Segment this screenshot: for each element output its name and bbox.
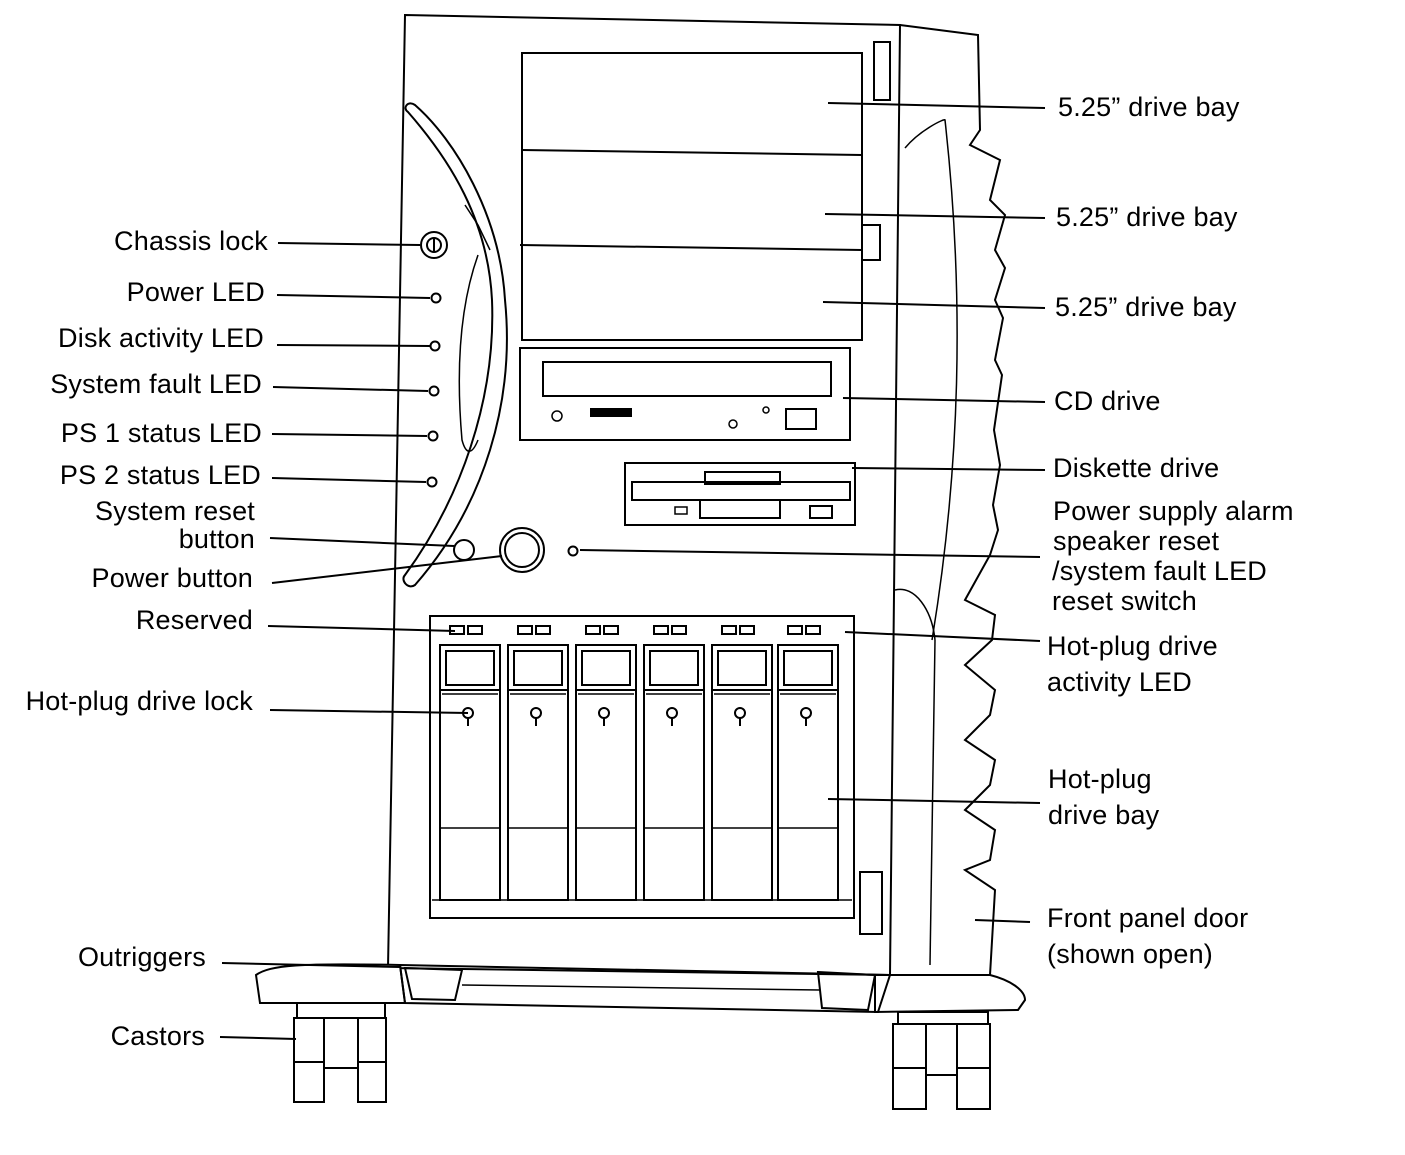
door-hinge-bottom (859, 871, 883, 935)
diskette-eject (809, 505, 833, 519)
outrigger-right (874, 974, 1027, 1014)
hot-plug-led-pair (787, 625, 821, 635)
label-power-button: Power button (91, 563, 253, 593)
bay-divider-2 (519, 244, 863, 251)
door-hinge-top (873, 41, 891, 101)
label-hot-plug-bay-2: drive bay (1048, 800, 1160, 830)
system-fault-led (428, 385, 440, 397)
bay-divider-1 (521, 149, 863, 156)
label-disk-activity-led: Disk activity LED (58, 323, 264, 353)
label-alarm-line-4: reset switch (1052, 586, 1197, 616)
hot-plug-led-pair (653, 625, 687, 635)
label-alarm-line-2: speaker reset (1053, 526, 1220, 556)
cd-pinhole (762, 406, 770, 414)
label-drive-bay-3: 5.25” drive bay (1055, 292, 1237, 322)
hot-plug-leds (449, 625, 821, 635)
castor-left (293, 1002, 387, 1103)
cd-headphone-jack (551, 410, 563, 422)
diskette-shutter (704, 471, 781, 485)
hot-plug-led-pair (721, 625, 755, 635)
label-door-1: Front panel door (1047, 903, 1249, 933)
leader-lines-left (219, 242, 503, 1040)
power-led (430, 292, 442, 304)
system-reset-button (453, 539, 475, 561)
door-lower-curve (894, 588, 936, 641)
hot-plug-tray (711, 644, 773, 901)
label-alarm-line-1: Power supply alarm (1053, 496, 1294, 526)
label-hot-plug-bay-1: Hot-plug (1048, 764, 1152, 794)
power-button-outer (499, 527, 545, 573)
disk-activity-led (429, 340, 441, 352)
base-groove (461, 984, 821, 991)
label-alarm-line-3: /system fault LED (1052, 556, 1267, 586)
label-drive-bay-2: 5.25” drive bay (1056, 202, 1238, 232)
diskette-led (674, 506, 688, 515)
hot-plug-led-pair (585, 625, 619, 635)
power-button (504, 532, 540, 568)
label-outriggers: Outriggers (77, 942, 206, 972)
hot-plug-tray (575, 644, 637, 901)
hot-plug-lock-icon (530, 707, 542, 726)
label-drive-bay-1: 5.25” drive bay (1058, 92, 1240, 122)
label-castors: Castors (110, 1021, 205, 1051)
castor-right (892, 1011, 991, 1110)
alarm-reset-switch (567, 545, 579, 557)
hot-plug-lock-icon (800, 707, 812, 726)
label-diskette-drive: Diskette drive (1053, 453, 1220, 483)
hot-plug-lock-icon (598, 707, 610, 726)
drive-bay-cage (521, 52, 863, 341)
hot-plug-cage (429, 615, 855, 919)
front-panel-door (890, 24, 1007, 976)
label-power-led: Power LED (126, 277, 265, 307)
front-grip-handle (402, 102, 508, 588)
base-foot-left (403, 966, 464, 1002)
cd-tray (542, 361, 832, 397)
label-system-fault-led: System fault LED (50, 369, 262, 399)
ps2-status-led (426, 476, 438, 488)
grip-inner-recess (458, 254, 479, 452)
label-ps1-status-led: PS 1 status LED (60, 418, 262, 448)
label-hot-plug-lock: Hot-plug drive lock (25, 686, 253, 716)
label-reserved: Reserved (135, 605, 253, 635)
leader-lines-right (579, 102, 1046, 923)
hot-plug-led-pair (517, 625, 551, 635)
cd-logo (590, 408, 632, 417)
hot-plug-tray (507, 644, 569, 901)
cd-eject-button (785, 408, 817, 430)
hot-plug-tray (777, 644, 839, 901)
label-cd-drive: CD drive (1054, 386, 1161, 416)
door-edge (929, 639, 936, 966)
hot-plug-tray (439, 644, 501, 901)
hot-plug-tray (643, 644, 705, 901)
label-hot-plug-led-1: Hot-plug drive (1047, 631, 1218, 661)
label-system-reset-1: System reset (95, 496, 255, 526)
diskette-drive (624, 462, 856, 526)
door-latch (861, 224, 881, 261)
hot-plug-drive-trays (439, 644, 839, 901)
label-chassis-lock: Chassis lock (114, 226, 268, 256)
base-plate (398, 963, 892, 1014)
outrigger-left (254, 963, 407, 1004)
cd-drive (519, 347, 851, 441)
ps1-status-led (427, 430, 439, 442)
label-door-2: (shown open) (1047, 939, 1213, 969)
hot-plug-lock-icon (666, 707, 678, 726)
label-hot-plug-led-2: activity LED (1047, 667, 1192, 697)
base-foot-right (816, 970, 877, 1012)
diskette-label-area (699, 499, 781, 519)
label-ps2-status-led: PS 2 status LED (59, 460, 261, 490)
hot-plug-lock-icon (734, 707, 746, 726)
chassis-lock-icon (420, 231, 448, 259)
cd-busy-led (728, 419, 738, 429)
label-system-reset-2: button (178, 524, 255, 554)
door-inner-curve (904, 119, 958, 641)
grip-detail (464, 204, 491, 251)
